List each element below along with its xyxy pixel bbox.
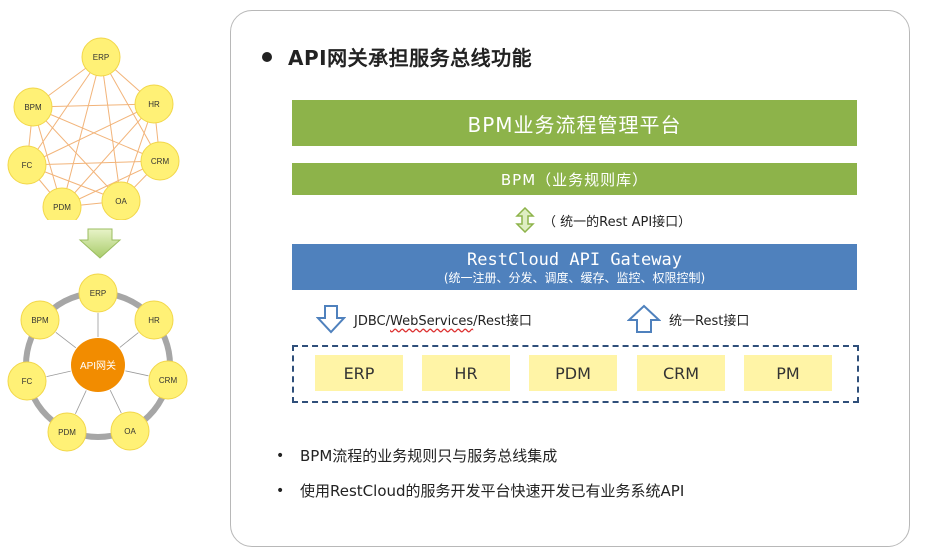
mesh-link: [61, 56, 102, 208]
bullet-item: •BPM流程的业务规则只与服务总线集成: [276, 447, 558, 465]
mesh-node: [101, 181, 141, 220]
hub-link: [125, 370, 149, 377]
mesh-link: [26, 160, 161, 166]
hub-node: [7, 361, 47, 401]
mesh-diagram: ERP HR CRM OA PDM FC BPM: [7, 37, 180, 220]
mesh-link: [100, 56, 161, 162]
bpm-rules-bar: BPM（业务规则库）: [292, 163, 857, 195]
hub-node-label: PDM: [58, 428, 76, 437]
api-gateway-node: [71, 338, 125, 392]
mesh-node: [140, 141, 180, 181]
mesh-node-label: BPM: [24, 103, 42, 112]
hub-node-label: OA: [124, 427, 136, 436]
hub-link: [46, 370, 71, 377]
hub-link: [119, 332, 139, 348]
down-arrow-icon: [78, 228, 122, 259]
system-pdm: PDM: [529, 355, 617, 391]
rest-api-label: （ 统一的Rest API接口）: [543, 214, 692, 230]
hub-node-label: BPM: [31, 316, 49, 325]
systems-group: [292, 345, 859, 403]
mesh-node: [7, 145, 47, 185]
up-down-arrow-icon: [515, 207, 535, 233]
hub-node-label: CRM: [159, 376, 178, 385]
bullet-item: •使用RestCloud的服务开发平台快速开发已有业务系统API: [276, 482, 685, 500]
hub-node: [148, 360, 188, 400]
mesh-link: [61, 103, 155, 208]
down-arrow-icon: [316, 305, 346, 334]
mesh-node: [81, 37, 121, 77]
system-hr: HR: [422, 355, 510, 391]
protocol-down-label: JDBC/WebServices/Rest接口: [354, 313, 532, 329]
mesh-link: [32, 106, 161, 162]
mesh-node-label: HR: [148, 100, 160, 109]
system-crm: CRM: [637, 355, 725, 391]
bullet-text: BPM流程的业务规则只与服务总线集成: [300, 447, 558, 465]
page-title-text: API网关承担服务总线功能: [288, 46, 533, 70]
mesh-link: [26, 56, 102, 166]
hub-link: [109, 390, 122, 414]
protocol-down: JDBC/WebServices/Rest接口: [316, 304, 532, 334]
bullet-dot: [262, 51, 272, 62]
protocol-up: 统一Rest接口: [627, 304, 749, 334]
hub-node: [47, 412, 87, 452]
mesh-node-label: PDM: [53, 203, 71, 212]
mesh-link: [100, 56, 122, 202]
mesh-node: [13, 87, 53, 127]
gateway-subtitle: (统一注册、分发、调度、缓存、监控、权限控制): [443, 271, 706, 285]
hub-link: [55, 331, 77, 349]
mesh-node: [42, 187, 82, 220]
hub-node: [78, 273, 118, 313]
hub-link: [75, 390, 87, 415]
api-gateway-label: API网关: [80, 359, 116, 372]
mesh-node: [134, 84, 174, 124]
mesh-node-label: OA: [115, 197, 127, 206]
rest-api-connector: （ 统一的Rest API接口）: [515, 207, 691, 233]
mesh-link: [32, 103, 155, 108]
protocol-up-label: 统一Rest接口: [669, 313, 750, 329]
hub-node-label: ERP: [90, 289, 106, 298]
bpm-platform-bar: BPM业务流程管理平台: [292, 100, 857, 146]
api-gateway-bar: RestCloud API Gateway (统一注册、分发、调度、缓存、监控、…: [292, 244, 857, 290]
mesh-node-label: FC: [22, 161, 33, 170]
up-arrow-icon: [627, 304, 661, 333]
hub-node: [110, 411, 150, 451]
gateway-title: RestCloud API Gateway: [467, 250, 682, 270]
mesh-node-label: CRM: [151, 157, 170, 166]
hub-node: [134, 300, 174, 340]
system-pm: PM: [744, 355, 832, 391]
system-erp: ERP: [315, 355, 403, 391]
hub-node: [20, 300, 60, 340]
hub-node-label: HR: [148, 316, 160, 325]
bullet-text: 使用RestCloud的服务开发平台快速开发已有业务系统API: [300, 482, 685, 500]
hub-node-label: FC: [22, 377, 33, 386]
hub-diagram: ERP HR CRM OA PDM FC BPM API网关: [7, 273, 188, 452]
page-title: API网关承担服务总线功能: [262, 42, 532, 71]
mesh-node-label: ERP: [93, 53, 109, 62]
mesh-link: [32, 106, 122, 202]
mesh-link: [26, 103, 155, 166]
